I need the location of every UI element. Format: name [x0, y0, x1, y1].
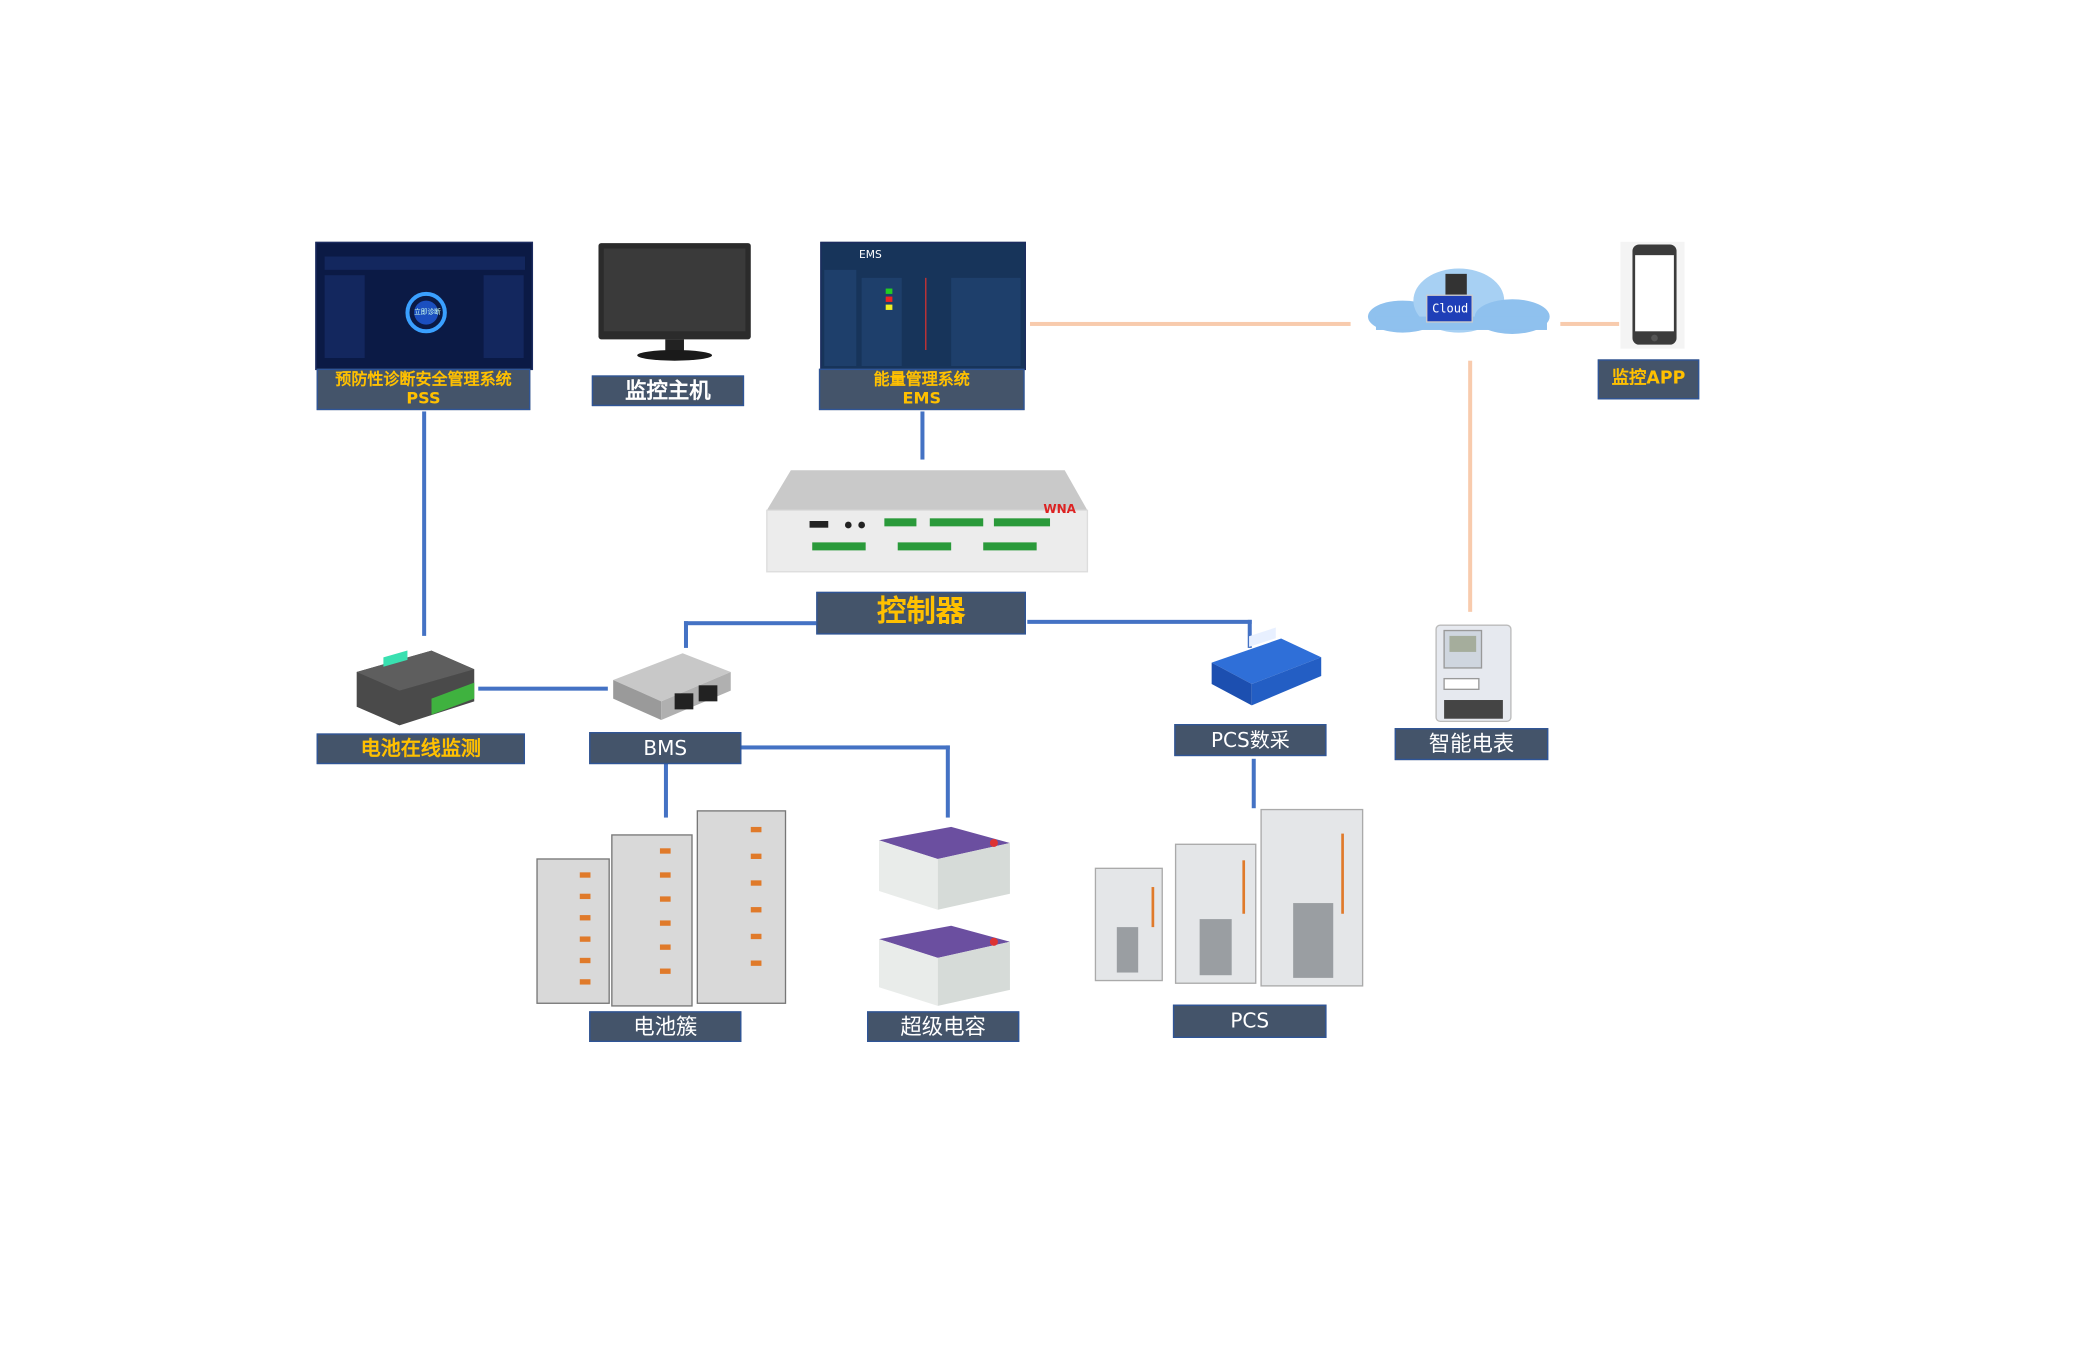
- monitor-host-label: 监控主机: [591, 375, 745, 407]
- supercap-label: 超级电容: [866, 1011, 1020, 1043]
- battery-cluster-label-text: 电池簇: [633, 1013, 698, 1039]
- pcs-daq-label: PCS数采: [1174, 724, 1327, 757]
- bms-label: BMS: [589, 732, 742, 765]
- bms-device: [613, 653, 731, 721]
- link-cloud-app: [1560, 321, 1620, 326]
- pss-diagnose-text: 立即诊断: [414, 308, 441, 317]
- cloud-icon: [1367, 268, 1550, 334]
- battery-monitor-device: [356, 650, 475, 726]
- app-label-text: 监控APP: [1611, 368, 1686, 389]
- link-cloud-meter: [1468, 360, 1473, 612]
- link-ems-cloud: [1029, 321, 1351, 326]
- pss-dashboard-graphic: [324, 256, 526, 359]
- link-ems-controller: [920, 411, 925, 460]
- ems-label-line2: EMS: [902, 388, 941, 407]
- link-pcsdaq-pcs: [1251, 758, 1256, 809]
- ems-screen-title: EMS: [858, 248, 882, 261]
- link-monitor-bms: [478, 686, 608, 691]
- controller-label-text: 控制器: [876, 595, 966, 630]
- phone-icon: [1620, 241, 1685, 349]
- link-pss-battery-monitor: [422, 411, 427, 636]
- pcs-label: PCS: [1172, 1004, 1327, 1038]
- battery-monitor-label: 电池在线监测: [316, 733, 526, 765]
- battery-cluster-racks: [536, 810, 787, 1007]
- link-bms-battery: [663, 762, 668, 818]
- link-bms-supercap-v: [945, 745, 950, 818]
- link-controller-bms-h: [683, 621, 817, 626]
- battery-monitor-label-text: 电池在线监测: [360, 736, 481, 761]
- ems-label: 能量管理系统 EMS: [818, 368, 1025, 411]
- pcs-label-text: PCS: [1230, 1008, 1270, 1033]
- pcs-daq-device: [1211, 627, 1322, 706]
- link-controller-pcsdaq-h: [1027, 619, 1252, 624]
- pcs-daq-label-text: PCS数采: [1210, 727, 1290, 752]
- ems-screenshot: EMS: [820, 241, 1026, 371]
- supercapacitor-modules: [879, 826, 1010, 1006]
- link-controller-bms-v: [683, 621, 688, 648]
- pss-screenshot: 立即诊断: [315, 241, 534, 371]
- controller-label: 控制器: [816, 591, 1026, 635]
- battery-cluster-label: 电池簇: [589, 1011, 742, 1043]
- supercap-label-text: 超级电容: [900, 1013, 986, 1039]
- pss-label-line2: PSS: [406, 388, 441, 407]
- controller-brand: WNA: [1043, 503, 1076, 517]
- cloud-text: Cloud: [1432, 303, 1469, 317]
- meter-label: 智能电表: [1394, 728, 1549, 761]
- pss-label: 预防性诊断安全管理系统 PSS: [316, 368, 531, 411]
- smart-meter-device: [1435, 624, 1512, 723]
- link-controller-pcsdaq-v: [1247, 619, 1252, 648]
- monitor-icon: [598, 243, 751, 361]
- bms-label-text: BMS: [643, 735, 688, 760]
- pss-label-line1: 预防性诊断安全管理系统: [335, 370, 512, 390]
- pcs-cabinets: [1094, 808, 1364, 987]
- link-bms-supercap-h: [740, 745, 950, 750]
- ems-dashboard-graphic: [824, 269, 1021, 367]
- meter-label-text: 智能电表: [1428, 731, 1515, 757]
- controller-device: [766, 470, 1089, 573]
- ems-label-line1: 能量管理系统: [873, 370, 970, 390]
- monitor-host-label-text: 监控主机: [625, 377, 711, 404]
- app-label: 监控APP: [1597, 359, 1700, 400]
